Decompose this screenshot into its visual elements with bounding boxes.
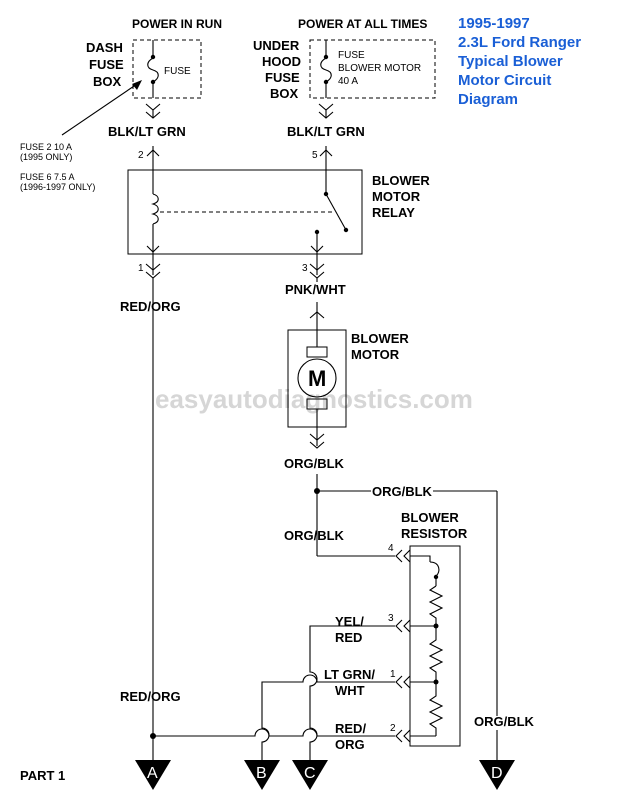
dash-fuse-box-label-3: BOX <box>93 74 122 89</box>
relay-pin-3: 3 <box>302 263 308 274</box>
title-line-1: 1995-1997 <box>458 15 530 32</box>
fuse-to-relay-wires: BLK/LT GRN BLK/LT GRN 2 5 <box>108 103 365 172</box>
underhood-fuse-label-3: 40 A <box>338 76 358 87</box>
relay-coil <box>151 193 159 225</box>
underhood-fuse-box: UNDER HOOD FUSE BOX FUSE BLOWER MOTOR 40… <box>253 38 436 101</box>
fuse-note-arrowhead <box>132 80 142 90</box>
blower-resistor-label-2: RESISTOR <box>401 526 468 541</box>
connector-b <box>244 760 280 790</box>
wire-red-org-pin2: 2 RED/ ORG RED/ORG <box>120 689 411 752</box>
wire-label-pnk-wht: PNK/WHT <box>285 282 346 297</box>
motor-symbol-circle <box>297 358 337 398</box>
underhood-fuse-box-outline <box>309 39 436 99</box>
wire-label-red-org-bottom: RED/ORG <box>120 689 181 704</box>
blower-resistor-label-1: BLOWER <box>401 510 459 525</box>
blower-resistor-outline <box>409 545 461 747</box>
dash-fuse-box-label-2: FUSE <box>89 57 124 72</box>
wire-label-red-org-pin2-1: RED/ <box>335 721 366 736</box>
connector-d-label: D <box>491 765 503 782</box>
fuse-notes: FUSE 2 10 A (1995 ONLY) FUSE 6 7.5 A (19… <box>20 142 95 192</box>
blower-motor: BLOWER MOTOR M ORG/BLK <box>284 329 409 471</box>
connector-a <box>135 760 171 790</box>
relay-pin-5: 5 <box>312 150 318 161</box>
wire-label-lt-grn-wht-2: WHT <box>335 683 365 698</box>
fuse-note-1: FUSE 2 10 A <box>20 142 72 152</box>
relay-pin-1: 1 <box>138 263 144 274</box>
dash-fuse-box-label-1: DASH <box>86 40 123 55</box>
connector-b-label: B <box>256 765 267 782</box>
resistor-pin-3: 3 <box>388 613 394 624</box>
diagram-title: 1995-1997 2.3L Ford Ranger Typical Blowe… <box>458 15 581 108</box>
motor-symbol: M <box>308 366 326 391</box>
power-at-all-times-label: POWER AT ALL TIMES <box>298 17 427 31</box>
underhood-fuse-box-label-4: BOX <box>270 86 299 101</box>
connector-a-label: A <box>147 765 158 782</box>
fuse-note-2: (1995 ONLY) <box>20 152 72 162</box>
underhood-fuse-box-label-2: HOOD <box>262 54 301 69</box>
underhood-fuse-box-label-3: FUSE <box>265 70 300 85</box>
wire-label-red-org-upper: RED/ORG <box>120 299 181 314</box>
underhood-fuse-label-1: FUSE <box>338 50 365 61</box>
dash-fuse-label: FUSE <box>164 66 191 77</box>
title-line-4: Motor Circuit <box>458 72 551 89</box>
power-in-run-label: POWER IN RUN <box>132 17 222 31</box>
fuse-note-arrow <box>61 81 141 136</box>
relay-outline <box>127 169 363 255</box>
blower-resistor: BLOWER RESISTOR <box>401 510 468 747</box>
wire-label-org-blk-right: ORG/BLK <box>474 714 535 729</box>
resistor-pin-1: 1 <box>390 669 396 680</box>
wire-yel-red: 3 YEL/ RED <box>309 613 411 760</box>
relay-label-2: MOTOR <box>372 189 421 204</box>
dash-fuse-symbol <box>147 57 159 83</box>
resistor-element-3 <box>428 682 444 736</box>
relay-label-3: RELAY <box>372 205 415 220</box>
wire-label-yel-red-1: YEL/ <box>335 614 364 629</box>
connector-c-label: C <box>304 765 316 782</box>
relay-pin-2: 2 <box>138 150 144 161</box>
relay-label-1: BLOWER <box>372 173 430 188</box>
dash-fuse-box: DASH FUSE BOX FUSE <box>61 39 202 136</box>
title-line-5: Diagram <box>458 91 518 108</box>
blower-motor-relay: BLOWER MOTOR RELAY <box>127 169 430 255</box>
wire-label-lt-grn-wht-1: LT GRN/ <box>324 667 375 682</box>
title-line-3: Typical Blower <box>458 53 563 70</box>
fuse-note-4: (1996-1997 ONLY) <box>20 182 95 192</box>
resistor-pin-2: 2 <box>390 723 396 734</box>
connector-d <box>479 760 515 790</box>
resistor-thermal-fuse <box>429 561 440 577</box>
underhood-fuse-box-label-1: UNDER <box>253 38 300 53</box>
wire-lt-grn-wht: 1 LT GRN/ WHT <box>261 667 411 760</box>
resistor-element-1 <box>428 585 444 626</box>
connectors: A B C D <box>135 736 515 790</box>
part-label: PART 1 <box>20 768 65 783</box>
underhood-fuse-label-2: BLOWER MOTOR <box>338 63 421 74</box>
wire-label-org-blk-resistor-feed: ORG/BLK <box>284 528 345 543</box>
wire-label-blk-lt-grn-right: BLK/LT GRN <box>287 124 365 139</box>
wire-label-org-blk-junction: ORG/BLK <box>372 484 433 499</box>
org-blk-junction: ORG/BLK ORG/BLK ORG/BLK 4 <box>284 474 535 760</box>
resistor-pin-4: 4 <box>388 543 394 554</box>
underhood-fuse-symbol <box>320 57 332 83</box>
title-line-2: 2.3L Ford Ranger <box>458 34 581 51</box>
blower-motor-label-1: BLOWER <box>351 331 409 346</box>
fuse-note-3: FUSE 6 7.5 A <box>20 172 75 182</box>
blower-motor-label-2: MOTOR <box>351 347 400 362</box>
wire-label-org-blk-motor: ORG/BLK <box>284 456 345 471</box>
connector-c <box>292 760 328 790</box>
wire-label-yel-red-2: RED <box>335 630 362 645</box>
resistor-element-2 <box>428 626 444 682</box>
wire-label-blk-lt-grn-left: BLK/LT GRN <box>108 124 186 139</box>
wire-label-red-org-pin2-2: ORG <box>335 737 365 752</box>
relay-output-wires: 1 3 RED/ORG PNK/WHT <box>120 254 346 734</box>
relay-switch-arm <box>325 193 347 231</box>
